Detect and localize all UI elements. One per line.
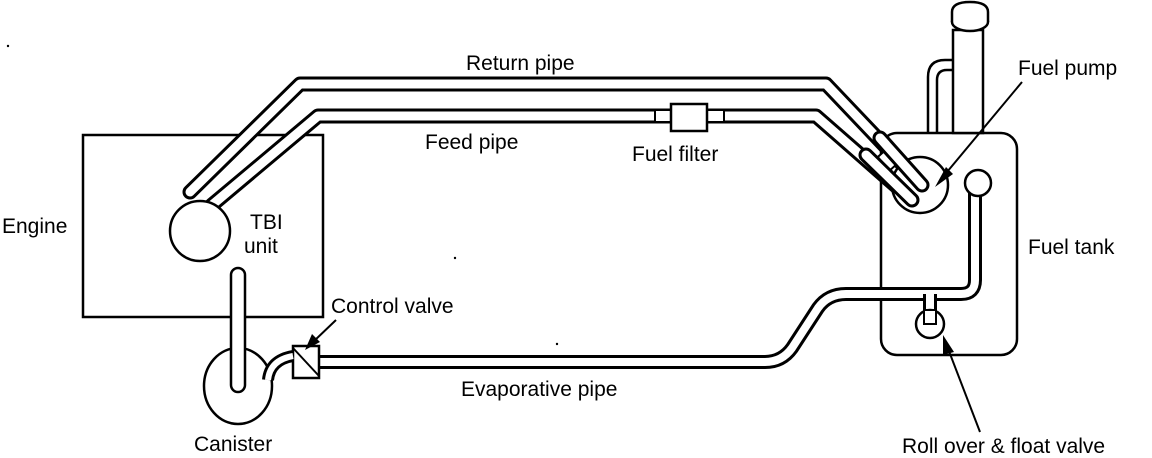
tbi-unit [168,199,232,263]
control-valve-leader [305,319,337,350]
fuel-filter [654,102,725,133]
canister [202,266,295,426]
speck [453,256,457,260]
control-valve [291,344,321,380]
return-pipe-label: Return pipe [466,52,575,75]
fuel-pump-leader [935,81,1023,187]
fuel-filler-cap [950,0,990,33]
feed-pipe [204,108,920,213]
fuel-pump-label: Fuel pump [1018,57,1118,80]
rollover-float-valve-label: Roll over & float valve [902,436,1106,457]
rollover-valve-leader [943,335,981,433]
canister-label: Canister [194,433,273,456]
fuel-tank-label: Fuel tank [1028,236,1115,259]
control-valve-label: Control valve [331,295,454,318]
tank-vent [963,168,993,198]
speck [555,342,559,346]
engine-block [81,133,325,319]
evaporative-pipe-label: Evaporative pipe [461,378,618,401]
evaporative-pipe [318,287,915,369]
engine-label: Engine [2,215,68,238]
tbi-unit-label-line1: TBI [250,211,283,234]
feed-pipe-label: Feed pipe [425,131,519,154]
speck [6,44,10,48]
fuel-filler-neck [926,28,985,135]
tank-vent-line [915,185,982,301]
rollover-float-valve [914,294,946,340]
fuel-filter-label: Fuel filter [632,143,719,166]
tbi-unit-label-line2: unit [244,235,278,258]
